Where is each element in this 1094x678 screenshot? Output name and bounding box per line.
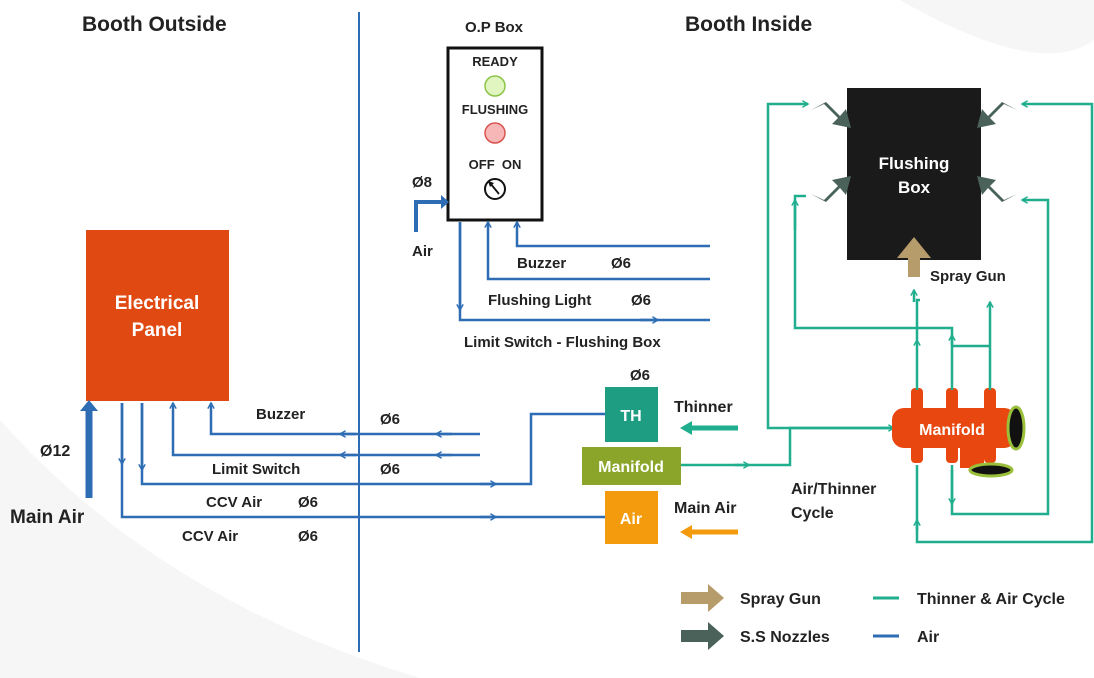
manifold-block-label: Manifold: [598, 459, 664, 476]
main-air-arrow-icon: [80, 400, 98, 411]
booth-outside-title: Booth Outside: [82, 13, 227, 36]
thinner-input-arrow-icon: [680, 421, 692, 435]
nozzle-arrow-icon: [977, 102, 1017, 128]
legend-spray-gun-icon: [681, 584, 724, 612]
manifold-outlet-icon: [1006, 405, 1026, 451]
spray-gun-arrow-icon: [897, 237, 931, 277]
flushing-light-size: Ø6: [631, 292, 651, 309]
limit-switch-outside-line: [169, 401, 480, 457]
booth-inside-title: Booth Inside: [685, 13, 812, 36]
legend-air-label: Air: [917, 629, 939, 646]
th-block: [605, 387, 658, 442]
th-block-label: TH: [620, 408, 641, 425]
flushing-box-label-line1: Flushing: [879, 154, 950, 173]
nozzle-arrow-icon: [977, 176, 1017, 202]
op-buzzer-label: Buzzer: [517, 255, 566, 272]
electrical-panel-label-line2: Panel: [132, 320, 183, 341]
buzzer-outside-line: [207, 401, 480, 436]
legend-nozzle-icon: [681, 622, 724, 650]
flushing-box: [847, 88, 981, 260]
ready-lamp-icon: [484, 75, 506, 97]
cycle-label-line1: Air/Thinner: [791, 481, 876, 498]
background-shape: [0, 420, 420, 678]
air-thinner-cycle-line: [681, 426, 892, 467]
manifold-block: [582, 447, 681, 485]
flushing-box-label-line2: Box: [898, 178, 931, 197]
outside-buzzer-label: Buzzer: [256, 406, 305, 423]
op-box-title: O.P Box: [465, 19, 524, 36]
legend-thinner-air-cycle-label: Thinner & Air Cycle: [917, 591, 1065, 608]
legend-spray-gun-label: Spray Gun: [740, 591, 821, 608]
main-air-input-label: Main Air: [674, 500, 737, 517]
op-buzzer-size: Ø6: [611, 255, 631, 272]
manifold-right: [892, 388, 1026, 478]
flushing-light-label: Flushing Light: [488, 292, 591, 309]
op-air-size-label: Ø8: [412, 174, 432, 191]
outside-limit-switch-size: Ø6: [380, 461, 400, 478]
buzzer-line: [513, 220, 710, 248]
ccv-air-1-label: CCV Air: [206, 494, 262, 511]
selector-switch-icon: [484, 178, 506, 200]
flushing-label: FLUSHING: [462, 102, 528, 117]
electrical-panel: [86, 230, 229, 401]
manifold-right-label: Manifold: [919, 422, 985, 439]
spray-gun-feed-line: [915, 298, 920, 340]
outside-limit-switch-label: Limit Switch: [212, 461, 300, 478]
spray-gun-label: Spray Gun: [930, 268, 1006, 285]
flushing-light-line: [484, 220, 710, 281]
manifold-to-nozzle-lower-left: [793, 194, 954, 390]
main-air-input-arrow-icon: [680, 525, 692, 539]
off-on-label: OFF ON: [469, 157, 522, 172]
nozzle-arrows: [811, 102, 1017, 202]
air-block: [605, 491, 658, 544]
nozzle-arrow-icon: [811, 176, 851, 202]
op-air-label: Air: [412, 243, 433, 260]
air-block-label: Air: [620, 511, 642, 528]
th-size-label: Ø6: [630, 367, 650, 384]
op-air-line: [414, 200, 442, 232]
outer-loop-upper-right: [915, 100, 1094, 544]
ccv-air-2-size: Ø6: [298, 528, 318, 545]
main-air-size-label: Ø12: [40, 443, 70, 460]
outside-buzzer-size: Ø6: [380, 411, 400, 428]
electrical-panel-label-line1: Electrical: [115, 293, 200, 314]
thinner-label: Thinner: [674, 399, 733, 416]
flushing-lamp-icon: [484, 122, 506, 144]
ccv-air-2-line: [120, 403, 605, 519]
ccv-air-1-size: Ø6: [298, 494, 318, 511]
limit-switch-flushing-box-label: Limit Switch - Flushing Box: [464, 334, 661, 351]
op-air-arrow-icon: [441, 195, 449, 209]
background-shape: [900, 0, 1094, 54]
ready-label: READY: [472, 54, 518, 69]
ccv-air-2-label: CCV Air: [182, 528, 238, 545]
legend-ss-nozzles-label: S.S Nozzles: [740, 629, 830, 646]
nozzle-arrow-icon: [811, 102, 851, 128]
outer-loop-upper-left: [766, 100, 892, 430]
main-air-label: Main Air: [10, 507, 85, 528]
legend: Spray Gun S.S Nozzles Thinner & Air Cycl…: [681, 584, 1065, 650]
cycle-label-line2: Cycle: [791, 505, 834, 522]
manifold-outlet-icon: [968, 462, 1014, 478]
